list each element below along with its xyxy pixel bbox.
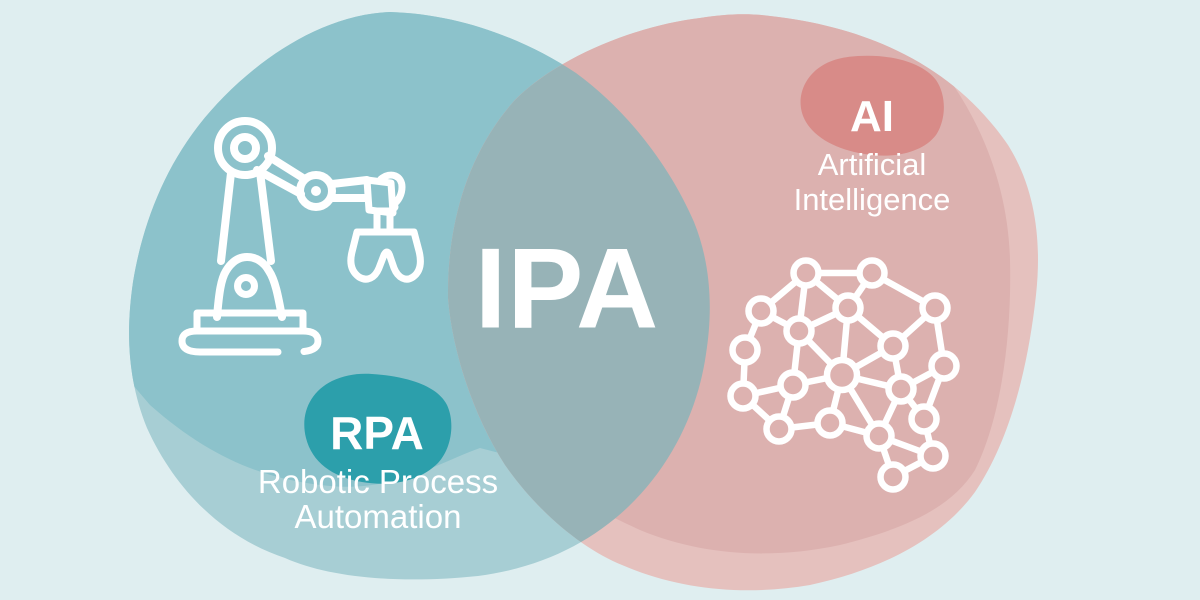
ai-full-name-label: Artificial Intelligence [793, 147, 951, 217]
overlap-region [447, 14, 710, 580]
ipa-center-label: IPA [474, 225, 660, 353]
rpa-accent-blob [304, 373, 452, 484]
rpa-full-name-label: Robotic Process Automation [257, 463, 499, 535]
rpa-abbr-label: RPA [330, 407, 424, 459]
ai-abbr-label: AI [850, 92, 894, 141]
robot-arm-icon [178, 117, 424, 356]
ai-brain-icon [727, 257, 960, 493]
ai-accent-blob [800, 55, 944, 156]
